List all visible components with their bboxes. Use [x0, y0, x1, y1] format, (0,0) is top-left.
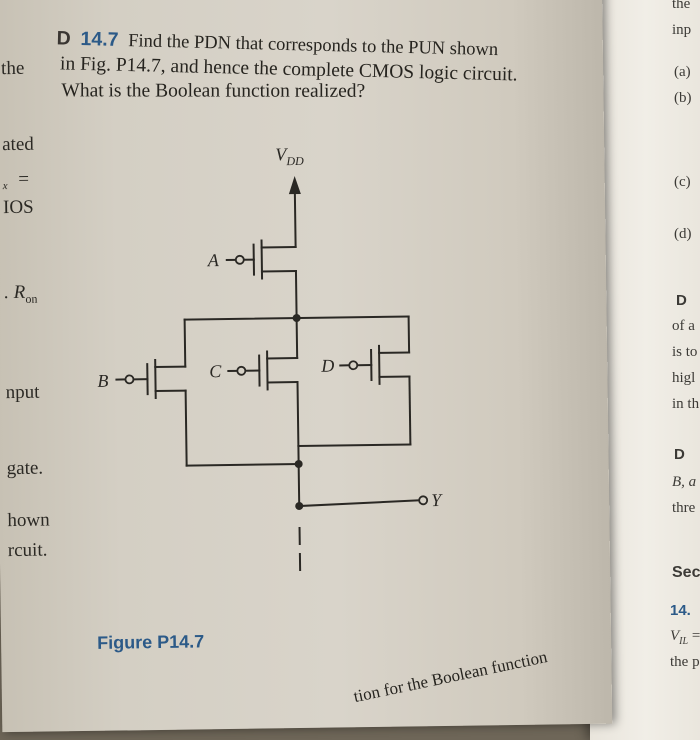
transistor-c-top-wire: [297, 318, 298, 358]
right-the: the: [672, 0, 690, 13]
transistor-b-channel: [155, 360, 156, 398]
transistor-b-bottom-wire: [186, 391, 187, 466]
right-d-label-2: D: [674, 446, 685, 463]
right-vil-sub: IL: [679, 636, 688, 647]
pdn-continuation-dashed: [300, 528, 301, 578]
input-d-label: D: [320, 356, 334, 376]
output-y-wire: [299, 500, 419, 506]
output-y-label: Y: [431, 490, 443, 510]
input-c-label: C: [209, 361, 222, 381]
right-vil: VIL =: [670, 628, 700, 647]
node-a-wire: [296, 271, 297, 318]
vdd-rail: [295, 193, 296, 247]
transistor-c-channel: [267, 351, 268, 389]
input-a-label: A: [207, 250, 220, 270]
textbook-page: D 14.7 Find the PDN that corresponds to …: [0, 0, 612, 732]
input-b-label: B: [97, 371, 108, 391]
transistor-d-bubble-icon: [349, 361, 357, 369]
vdd-label: VDD: [275, 144, 304, 168]
transistor-d-bottom-wire: [409, 376, 410, 444]
right-a: (a): [674, 64, 691, 81]
right-inp: inp: [672, 22, 691, 39]
right-of-a: of a: [672, 318, 695, 335]
vdd-label-sub: DD: [285, 154, 304, 168]
junction-dot-top: [293, 314, 301, 322]
transistor-d-top-wire: [409, 316, 410, 352]
right-high: higl: [672, 370, 695, 387]
right-problem-14: 14.: [670, 602, 691, 619]
output-terminal-icon: [419, 496, 427, 504]
output-node-wire: [298, 382, 300, 506]
figure-caption: Figure P14.7: [97, 631, 204, 653]
right-thre: thre: [672, 500, 695, 517]
transistor-a-channel: [262, 241, 263, 279]
right-is-to: is to: [672, 344, 697, 361]
parallel-bottom-rail-right: [298, 444, 410, 446]
transistor-b-top-wire: [185, 320, 186, 367]
transistor-b-bubble-icon: [125, 375, 133, 383]
right-the-p: the p: [670, 654, 700, 671]
transistor-c-bubble-icon: [237, 367, 245, 375]
right-b: (b): [674, 90, 692, 107]
junction-dot-bottom: [295, 460, 303, 468]
parallel-bottom-rail-left: [187, 464, 299, 466]
transistor-a-bubble-icon: [236, 256, 244, 264]
right-section: Sec: [672, 564, 700, 582]
right-in-th: in th: [672, 396, 699, 413]
right-vil-eq: =: [688, 628, 700, 644]
vdd-arrow-icon: [289, 176, 301, 194]
right-d: (d): [674, 226, 692, 243]
right-d-label-1: D: [676, 292, 687, 309]
right-b-a: B, a: [672, 474, 696, 491]
transistor-d-channel: [379, 346, 380, 384]
right-c: (c): [674, 174, 691, 191]
right-vil-v: V: [670, 628, 679, 644]
junction-dot-output: [295, 502, 303, 510]
pun-schematic: VDD A B C D Y: [0, 0, 612, 732]
